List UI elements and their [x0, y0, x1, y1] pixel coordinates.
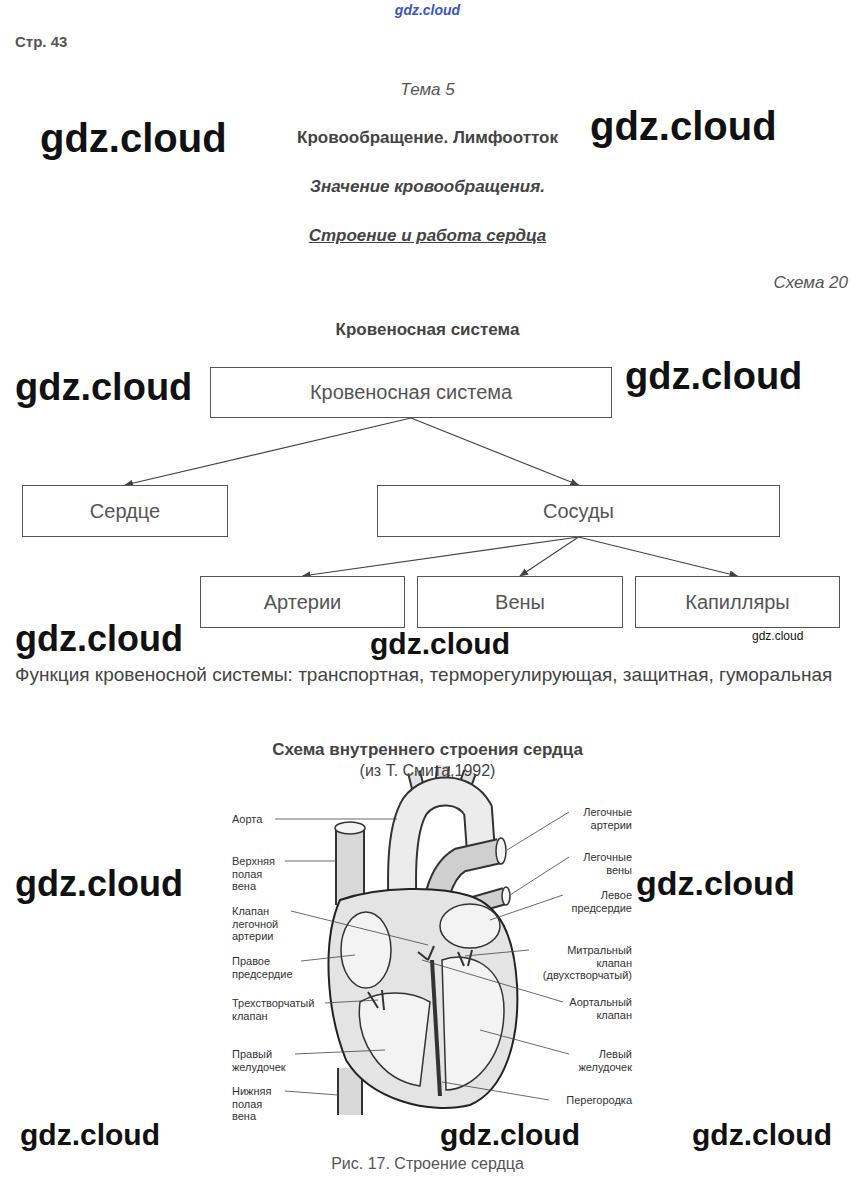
watermark: gdz.cloud	[370, 629, 510, 659]
text-label: Строение и работа сердца	[0, 226, 855, 246]
text-label: Верхняя полая вена	[232, 855, 282, 893]
text-label: Перегородка	[552, 1094, 632, 1107]
box-label: Сердце	[90, 500, 160, 523]
vessel-opening	[335, 822, 365, 834]
box-label: Кровеносная система	[310, 381, 512, 404]
right-ventricle	[359, 993, 430, 1086]
left-atrium	[440, 904, 500, 948]
text-label: Тема 5	[0, 80, 855, 100]
leader-lines	[275, 812, 569, 1100]
connector-arrow	[520, 537, 579, 576]
leader-line	[510, 857, 569, 895]
text-label: gdz.cloud	[752, 630, 803, 642]
diagram-title: Кровеносная система	[0, 320, 855, 340]
watermark: gdz.cloud	[440, 1120, 580, 1150]
watermark: gdz.cloud	[590, 106, 777, 146]
watermark: gdz.cloud	[20, 1120, 160, 1150]
watermark: gdz.cloud	[625, 357, 802, 395]
process-box: Капилляры	[635, 576, 840, 628]
vessel-opening	[496, 838, 506, 864]
leader-line	[325, 1000, 378, 1003]
text-label: Правое предсердие	[232, 955, 298, 980]
leader-line	[507, 812, 569, 850]
text-label: Митральный клапан (двухстворчатый)	[532, 944, 632, 982]
text-label: Функция кровеносной системы: транспортна…	[15, 660, 848, 690]
text-label: (из Т. Смита,1992)	[0, 762, 855, 780]
watermark: gdz.cloud	[15, 368, 192, 406]
leader-line	[465, 950, 529, 956]
text-label: Трехстворчатый клапан	[232, 997, 322, 1022]
text-label: Аортальный клапан	[566, 996, 632, 1021]
box-label: Капилляры	[685, 591, 789, 614]
text-label: Легочные артерии	[572, 806, 632, 831]
process-box: Сосуды	[377, 485, 780, 537]
box-label: Артерии	[264, 591, 342, 614]
leader-line	[291, 911, 428, 945]
watermark: gdz.cloud	[15, 621, 183, 657]
text-label: Левое предсердие	[566, 889, 632, 914]
septum	[432, 960, 440, 1096]
right-atrium	[341, 912, 391, 988]
text-label: Левый желудочек	[572, 1048, 632, 1073]
leader-line	[301, 955, 355, 961]
watermark: gdz.cloud	[15, 866, 183, 902]
text-label: Стр. 43	[15, 33, 67, 50]
heart-outline	[329, 889, 518, 1108]
leader-line	[442, 1082, 549, 1100]
text-label: Схема внутреннего строения сердца	[0, 740, 855, 760]
text-label: Нижняя полая вена	[232, 1085, 282, 1123]
process-box: Кровеносная система	[210, 367, 612, 418]
text-label: Правый желудочек	[232, 1048, 292, 1073]
watermark: gdz.cloud	[692, 1120, 832, 1150]
connector-arrow	[303, 537, 579, 576]
leader-line	[285, 1091, 338, 1095]
text-label: Схема 20	[600, 273, 848, 293]
valve-cusps	[368, 946, 472, 1010]
text-label: Клапан легочной артерии	[232, 905, 288, 943]
process-box: Вены	[417, 576, 623, 628]
text-label: Значение кровообращения.	[0, 177, 855, 197]
connector-arrow	[125, 418, 411, 485]
process-box: Артерии	[200, 576, 405, 628]
text-label: Легочные вены	[572, 851, 632, 876]
leader-line	[275, 819, 397, 820]
box-label: Сосуды	[543, 500, 614, 523]
figure-caption: Рис. 17. Строение сердца	[0, 1155, 855, 1173]
watermark: gdz.cloud	[40, 118, 227, 158]
leader-line	[295, 1050, 385, 1054]
watermark: gdz.cloud	[636, 866, 795, 900]
connector-arrow	[411, 418, 579, 485]
left-ventricle	[442, 957, 504, 1090]
leader-line	[422, 960, 563, 1002]
text-label: Аорта	[232, 813, 272, 826]
superior-vena-cava-fill	[337, 828, 363, 905]
vessel-opening	[502, 887, 510, 905]
text-label: gdz.cloud	[0, 2, 855, 18]
connector-arrow	[579, 537, 738, 576]
leader-line	[480, 1030, 569, 1054]
leader-line	[285, 861, 336, 862]
process-box: Сердце	[22, 485, 228, 537]
leader-line	[490, 895, 563, 920]
box-label: Вены	[495, 591, 545, 614]
